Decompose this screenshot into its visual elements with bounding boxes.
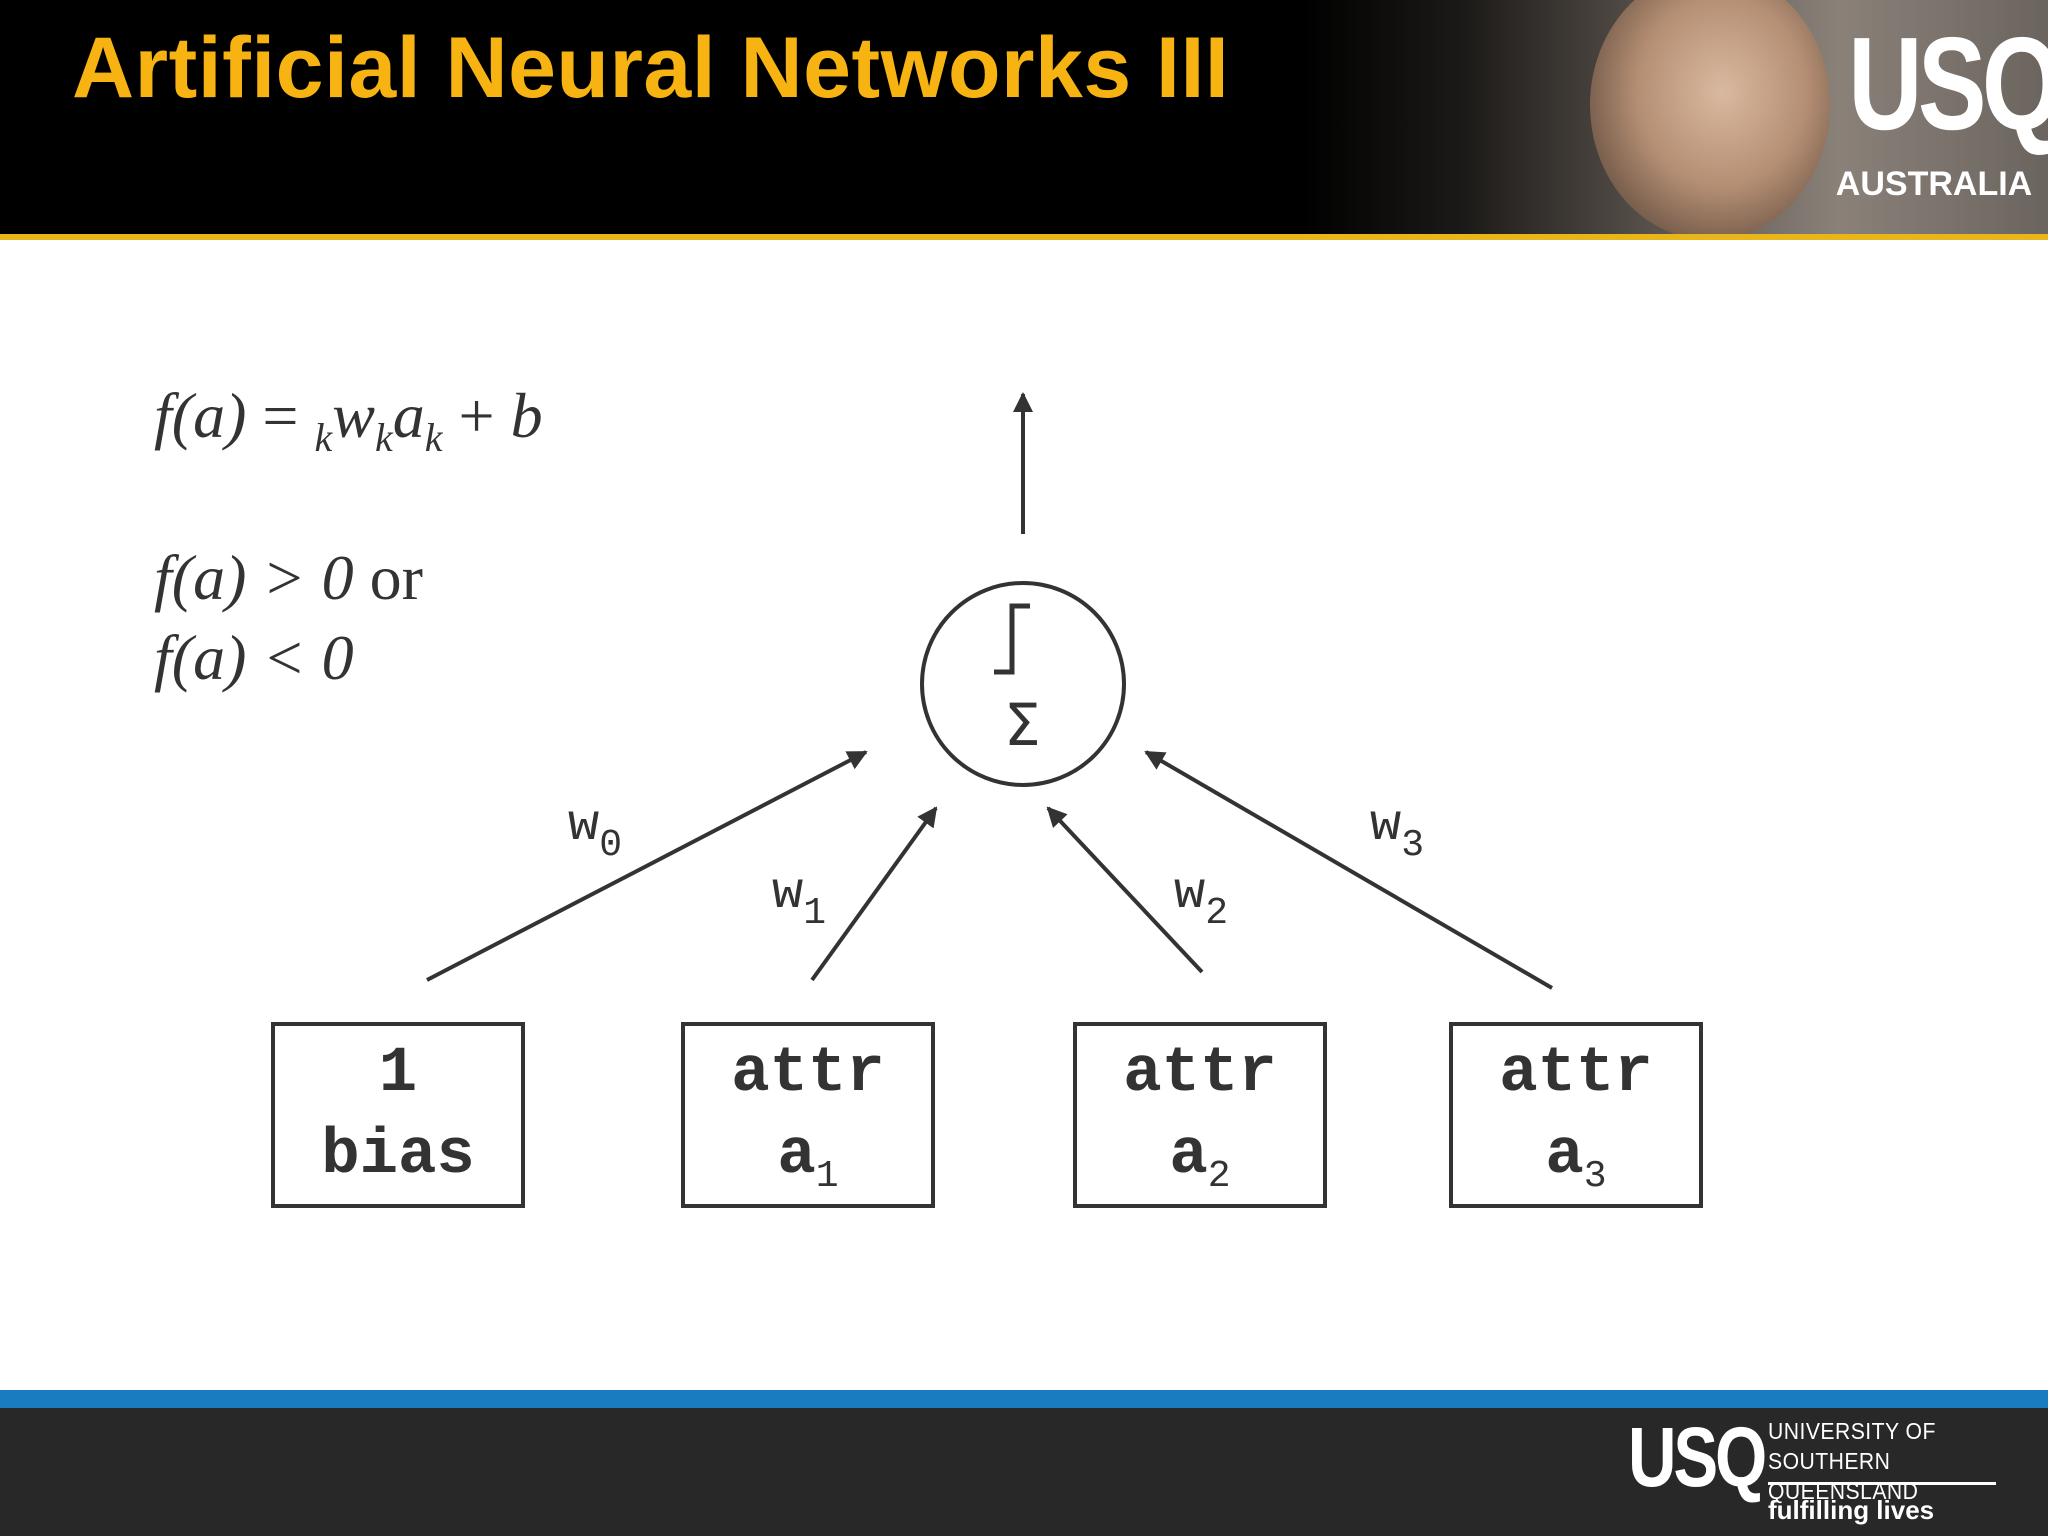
input-node-bias-label: bias	[321, 1120, 475, 1192]
weight-label-w1: w1	[772, 864, 826, 933]
usq-logo-country: AUSTRALIA	[1835, 165, 2033, 203]
formula-plus: +	[458, 380, 495, 451]
input-node-a2: attr a2	[1073, 1022, 1327, 1208]
input-node-a2-index: 2	[1207, 1155, 1231, 1198]
usq-footer-tagline: fulfilling lives	[1768, 1495, 1935, 1525]
input-node-a1: attr a1	[681, 1022, 935, 1208]
neuron-node	[920, 581, 1126, 787]
slide-title: Artificial Neural Networks III	[72, 20, 1230, 116]
input-node-a1-var: a	[777, 1120, 816, 1192]
header-portrait-image	[1590, 0, 1830, 234]
input-node-a1-index: 1	[815, 1155, 839, 1198]
perceptron-diagram	[426, 392, 1554, 990]
input-node-a3-index: 3	[1583, 1155, 1607, 1198]
formula-weight-index: k	[374, 415, 393, 460]
activation-formula: f(a) = kwkak + b	[154, 378, 543, 458]
weight-label-w2: w2	[1174, 864, 1228, 933]
condition-positive: f(a) > 0 or	[154, 540, 423, 616]
input-node-a3-symbol: a3	[1545, 1115, 1606, 1197]
sigma-symbol: Σ	[1004, 691, 1041, 759]
formula-weight: w	[332, 380, 375, 451]
input-node-bias-value: 1	[378, 1038, 418, 1110]
weight-label-w2-index: 2	[1205, 892, 1229, 935]
input-node-a3: attr a3	[1449, 1022, 1703, 1208]
input-node-a1-symbol: a1	[777, 1115, 838, 1197]
usq-footer-logo: USQ	[1628, 1410, 1767, 1504]
input-node-a3-var: a	[1545, 1120, 1584, 1192]
weight-label-w0-base: w	[568, 796, 600, 855]
weight-label-w2-base: w	[1174, 864, 1206, 923]
step-function-icon	[994, 603, 1030, 675]
usq-footer-university-name: UNIVERSITY OF SOUTHERN QUEENSLAND	[1768, 1416, 2026, 1506]
slide-header: Artificial Neural Networks III USQ AUSTR…	[0, 0, 2048, 234]
slide-footer	[0, 1408, 2048, 1536]
input-node-a3-label: attr	[1499, 1038, 1653, 1110]
footer-accent-bar	[0, 1390, 2048, 1408]
formula-equals: =	[262, 380, 299, 451]
input-node-bias: 1 bias	[271, 1022, 525, 1208]
edge-a3-to-neuron	[1144, 750, 1554, 990]
input-node-a2-symbol: a2	[1169, 1115, 1230, 1197]
edge-a1-to-neuron	[810, 806, 938, 982]
usq-footer-divider	[1768, 1482, 1996, 1485]
usq-logo-mark: USQ	[1848, 10, 2048, 157]
usq-header-logo: USQ AUSTRALIA	[1824, 10, 2048, 204]
weight-label-w3-base: w	[1370, 796, 1402, 855]
weight-label-w3-index: 3	[1401, 824, 1425, 867]
weight-label-w0: w0	[568, 796, 622, 865]
formula-sum-index: k	[314, 415, 333, 460]
weight-label-w3: w3	[1370, 796, 1424, 865]
weight-label-w0-index: 0	[599, 824, 623, 867]
edge-bias-to-neuron	[426, 750, 868, 982]
weight-label-w1-index: 1	[803, 892, 827, 935]
condition-negative: f(a) < 0	[154, 620, 354, 696]
formula-attribute: a	[392, 380, 425, 451]
condition-connector: or	[369, 542, 423, 613]
formula-bias: b	[510, 380, 543, 451]
usq-footer-name-line1: UNIVERSITY OF	[1768, 1418, 1936, 1444]
weight-label-w1-base: w	[772, 864, 804, 923]
formula-attribute-index: k	[424, 415, 443, 460]
formula-lhs: f(a)	[154, 380, 247, 451]
edge-a2-to-neuron	[1046, 806, 1204, 974]
input-node-a1-label: attr	[731, 1038, 885, 1110]
input-node-a2-label: attr	[1123, 1038, 1277, 1110]
condition-positive-expr: f(a) > 0	[154, 542, 354, 613]
input-node-a2-var: a	[1169, 1120, 1208, 1192]
condition-negative-expr: f(a) < 0	[154, 622, 354, 693]
header-divider	[0, 234, 2048, 240]
